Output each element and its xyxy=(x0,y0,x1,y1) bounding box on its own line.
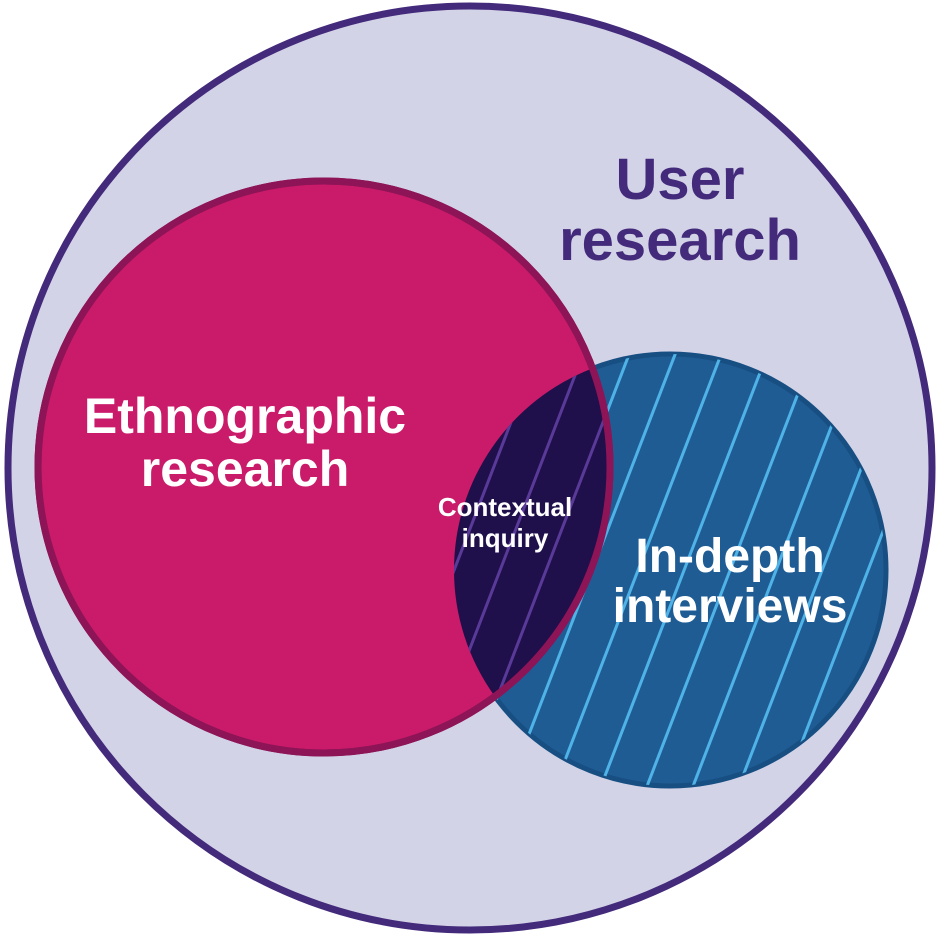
hatch-line xyxy=(540,354,744,786)
hatch-line xyxy=(586,354,790,786)
hatch-line xyxy=(724,354,886,786)
in-depth-interviews-label: In-depth interviews xyxy=(612,530,848,634)
hatch-line xyxy=(454,354,606,753)
ethnographic-research-border xyxy=(34,177,614,757)
ethnographic-research-label: Ethnographic research xyxy=(83,388,407,497)
hatch-line xyxy=(770,354,886,786)
user-research-label: User research xyxy=(559,147,801,273)
contextual-inquiry-label: Contextual inquiry xyxy=(437,492,573,554)
